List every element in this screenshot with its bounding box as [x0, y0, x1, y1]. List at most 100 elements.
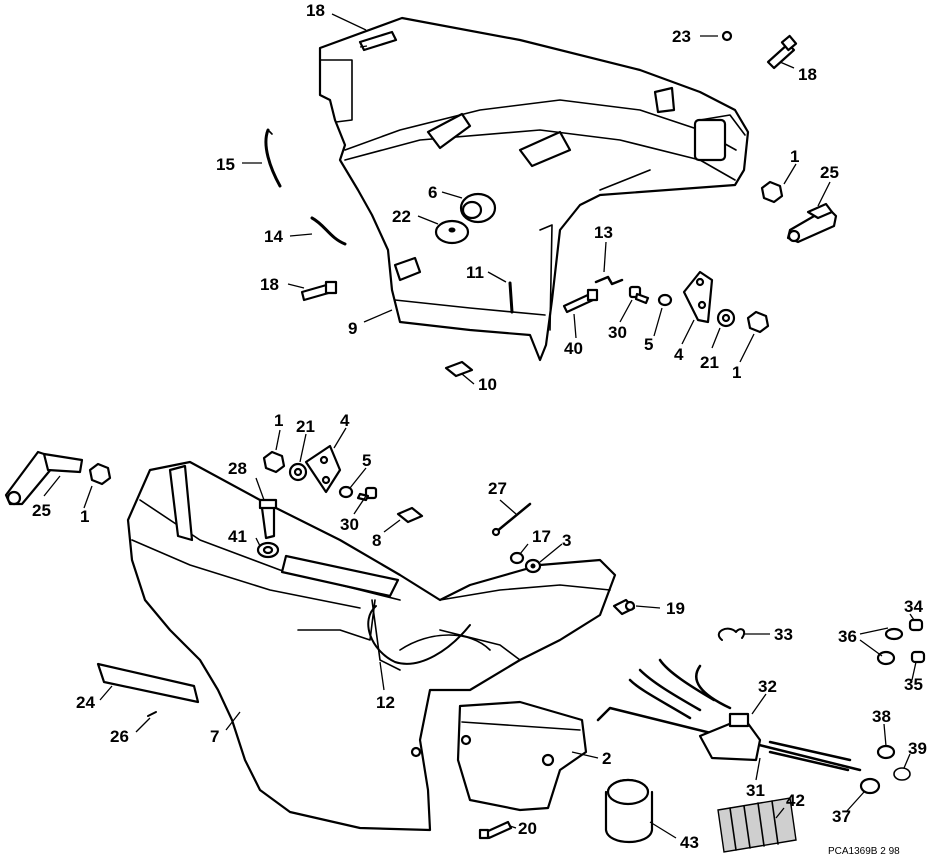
drawing-code: PCA1369B 2 98 [828, 846, 900, 857]
callout-label: 13 [594, 223, 613, 242]
callout-label: 26 [110, 727, 129, 746]
callout-label: 9 [348, 319, 357, 338]
callout-label: 22 [392, 207, 411, 226]
callout-label: 27 [488, 479, 507, 498]
callout-label: 4 [340, 411, 350, 430]
clamp-38 [876, 744, 896, 760]
nut-3 [524, 558, 542, 574]
callout-label: 10 [478, 375, 497, 394]
callout-label: 19 [666, 599, 685, 618]
cap-34 [908, 618, 924, 632]
grommet-22 [434, 219, 470, 245]
nut-1-left [88, 462, 112, 486]
callout-label: 8 [372, 531, 381, 550]
latch-lever-25-right [786, 202, 838, 244]
boot-42 [717, 797, 797, 853]
clip-13 [594, 275, 624, 286]
callout-label: 38 [872, 707, 891, 726]
callout-label: 28 [228, 459, 247, 478]
callout-label: 31 [746, 781, 765, 800]
bracket-4-top [682, 270, 714, 324]
nut-23 [721, 30, 733, 42]
callout-label: 34 [904, 597, 923, 616]
block-8 [396, 506, 424, 524]
callout-label: 1 [274, 411, 283, 430]
callout-label: 18 [260, 275, 279, 294]
screw-30-top [628, 285, 650, 305]
seal-12 [367, 605, 471, 665]
callout-labels: 18 23 18 15 1 25 6 22 14 13 11 18 9 40 3… [32, 1, 927, 857]
rear-cover-2 [456, 700, 588, 812]
callout-label: 20 [518, 819, 537, 838]
washer-21-lower [288, 462, 308, 482]
callout-label: 6 [428, 183, 437, 202]
callout-label: 37 [832, 807, 851, 826]
screw-18-left [300, 280, 338, 302]
nut-1-right [760, 180, 784, 204]
nut-17 [509, 551, 525, 565]
callout-label: 30 [608, 323, 627, 342]
lower-motor-cover [126, 460, 617, 832]
callout-label: 43 [680, 833, 699, 852]
callout-label: 17 [532, 527, 551, 546]
screw-20 [478, 820, 513, 840]
sleeve-43 [604, 778, 654, 843]
callout-label: 15 [216, 155, 235, 174]
clamp-37 [859, 777, 881, 795]
callout-label: 14 [264, 227, 283, 246]
callout-label: 25 [820, 163, 839, 182]
callout-label: 41 [228, 527, 247, 546]
callout-label: 21 [296, 417, 315, 436]
callout-label: 18 [306, 1, 325, 20]
callout-label: 21 [700, 353, 719, 372]
callout-label: 33 [774, 625, 793, 644]
washer-21-top [716, 308, 736, 328]
callout-label: 39 [908, 739, 927, 758]
callout-label: 4 [674, 345, 684, 364]
callout-label: 2 [602, 749, 611, 768]
ring-39 [893, 767, 911, 781]
cap-35 [910, 650, 926, 664]
grommet-41 [256, 541, 280, 559]
callout-label: 24 [76, 693, 95, 712]
callout-label: 36 [838, 627, 857, 646]
leader-lines [43, 13, 917, 839]
callout-label: 23 [672, 27, 691, 46]
callout-label: 1 [732, 363, 741, 382]
callout-label: 42 [786, 791, 805, 810]
spring-14 [310, 216, 347, 246]
pin-11 [508, 281, 514, 314]
screw-18-right [766, 34, 798, 70]
callout-label: 25 [32, 501, 51, 520]
callout-label: 7 [210, 727, 219, 746]
screw-26 [147, 711, 157, 717]
callout-label: 35 [904, 675, 923, 694]
callout-label: 11 [466, 263, 484, 282]
bracket-4-lower [304, 444, 342, 494]
bracket-24 [96, 662, 200, 704]
spring-15 [264, 128, 282, 188]
callout-label: 3 [562, 531, 571, 550]
washer-5-top [657, 293, 673, 307]
callout-label: 18 [798, 65, 817, 84]
callout-label: 5 [362, 451, 371, 470]
upper-motor-cover [318, 16, 750, 362]
pin-28 [258, 498, 278, 540]
grommet-6 [459, 192, 497, 224]
callout-label: 30 [340, 515, 359, 534]
rod-27 [491, 502, 532, 537]
callout-label: 1 [790, 147, 799, 166]
nut-1-lower [262, 450, 286, 474]
callout-label: 1 [80, 507, 89, 526]
nut-1-top [746, 310, 770, 334]
washer-5-lower [338, 485, 354, 499]
screw-40 [562, 288, 599, 314]
screw-18-top [358, 30, 398, 52]
callout-label: 5 [644, 335, 653, 354]
fitting-19 [612, 598, 636, 616]
callout-label: 40 [564, 339, 583, 358]
callout-label: 12 [376, 693, 395, 712]
callout-label: 32 [758, 677, 777, 696]
latch-lever-25-left [4, 450, 84, 506]
